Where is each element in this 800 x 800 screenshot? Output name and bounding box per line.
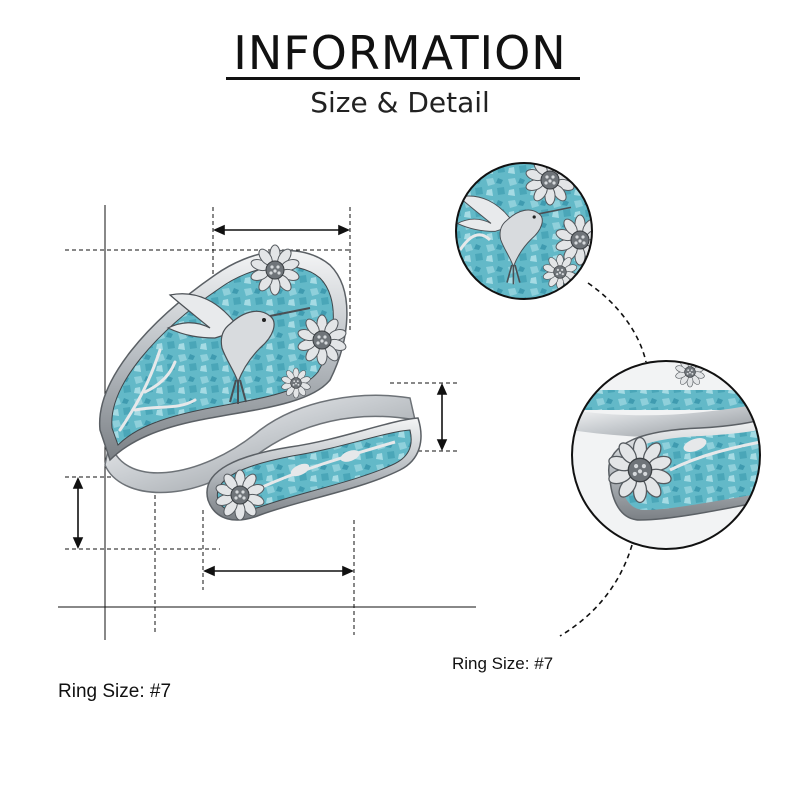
title-underline (226, 77, 580, 80)
page-title: INFORMATION (233, 26, 567, 80)
dimension-arrows (72, 224, 448, 577)
page-subtitle: Size & Detail (310, 86, 490, 119)
detail-zoom-bottom (571, 360, 761, 550)
ring-size-label-left: Ring Size: #7 (58, 681, 172, 702)
ring-size-label-right: Ring Size: #7 (452, 654, 554, 673)
detail-zoom-top (455, 162, 593, 300)
dimension-guides (58, 205, 476, 640)
detail-connectors (559, 282, 647, 637)
ring-image (99, 244, 422, 521)
